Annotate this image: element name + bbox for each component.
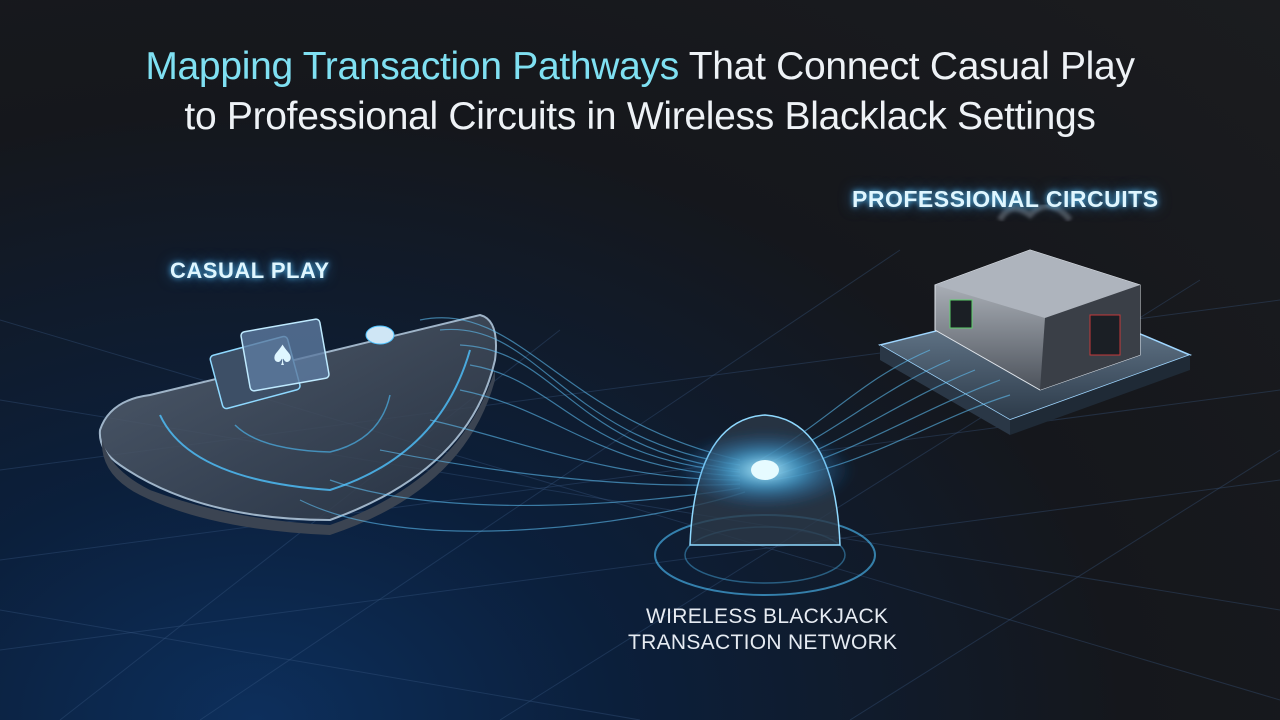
network-hub-icon <box>654 414 876 596</box>
svg-text:♠: ♠ <box>270 339 295 372</box>
title-line2: to Professional Circuits in Wireless Bla… <box>184 95 1096 138</box>
page-title: Mapping Transaction Pathways That Connec… <box>0 42 1280 142</box>
server-icon <box>878 203 1193 435</box>
blackjack-table-icon: ♠ <box>98 313 497 535</box>
network-label-line2: TRANSACTION NETWORK <box>628 631 898 654</box>
network-label-line1: WIRELESS BLACKJACK <box>646 605 889 628</box>
casual-play-label: CASUAL PLAY <box>170 258 330 283</box>
title-highlight: Mapping Transaction Pathways <box>145 45 679 88</box>
professional-circuits-label: PROFESSIONAL CIRCUITS <box>852 186 1159 212</box>
network-label: WIRELESS BLACKJACK TRANSACTION NETWORK <box>560 604 980 656</box>
title-line1-rest: That Connect Casual Play <box>678 45 1135 88</box>
